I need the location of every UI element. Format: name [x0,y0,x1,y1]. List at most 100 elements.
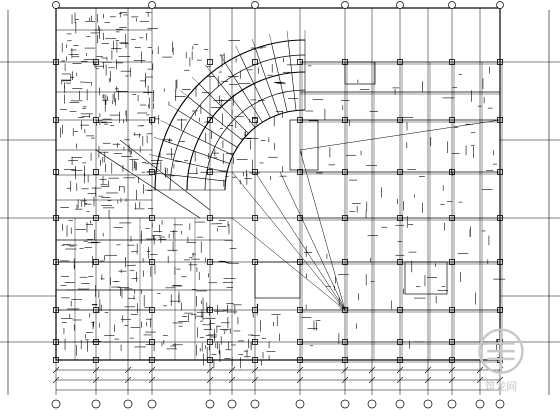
dimension-lines [52,366,504,391]
axis-bubble [341,1,349,9]
column-marker [342,215,348,221]
axis-bubble [423,399,433,409]
axis-bubble [91,399,101,409]
column-marker [497,117,503,123]
column-marker [207,117,213,123]
building-outline [55,7,501,361]
column-marker [93,215,99,221]
axis-bubble [396,1,404,9]
slab-diagonal [279,171,346,311]
column-marker [342,259,348,265]
column-marker [449,259,455,265]
column-marker [397,59,403,65]
dimension-tick [92,376,100,384]
slab-diagonal [231,171,346,311]
column-marker [297,339,303,345]
arc-radial-tick [160,120,170,126]
axis-bubbles [51,1,505,409]
dimension-tick [148,376,156,384]
column-marker [149,117,155,123]
arc-radial-beam [169,124,234,156]
column-marker [497,215,503,221]
column-marker [342,307,348,313]
column-marker [397,259,403,265]
column-marker [207,215,213,221]
dimension-tick [148,366,156,374]
column-marker [297,307,303,313]
column-marker [207,259,213,265]
column-marker [53,339,59,345]
dimension-tick [448,366,456,374]
watermark-logo: 筑龙网 [478,328,524,393]
dimension-tick [424,376,432,384]
axis-bubble [295,399,305,409]
dimension-tick [228,376,236,384]
dimension-tick [476,376,484,384]
arc-radial-tick [235,45,241,55]
column-marker [53,259,59,265]
column-marker [53,215,59,221]
column-marker [252,339,258,345]
arc-beam [224,109,306,191]
column-marker [53,59,59,65]
arc-radial-beam [155,172,226,182]
column-marker [207,339,213,345]
dimension-tick [251,376,259,384]
dimension-tick [424,366,432,374]
dimension-tick [206,376,214,384]
column-marker [252,357,258,363]
axis-bubble [496,1,504,9]
arc-radial-tick [179,90,188,97]
column-marker [497,59,503,65]
column-marker [53,117,59,123]
column-marker [93,339,99,345]
dimension-tick [341,366,349,374]
column-marker [297,215,303,221]
dimension-tick [52,376,60,384]
watermark-text: 筑龙网 [485,380,517,393]
column-marker [53,307,59,313]
column-marker [449,215,455,221]
shaft-outline [254,261,301,299]
axis-bubble [52,1,60,9]
dimension-tick [296,376,304,384]
column-marker [397,169,403,175]
axis-bubble [448,1,456,9]
column-marker [342,117,348,123]
column-marker [149,259,155,265]
axis-bubble [51,399,61,409]
axis-bubble [367,399,377,409]
dimension-tick [206,366,214,374]
column-marker [497,307,503,313]
arc-radial-tick [205,64,212,73]
column-marker [252,117,258,123]
dimension-tick [368,376,376,384]
dimension-tick [496,376,504,384]
arc-radial-tick [191,76,200,85]
dimension-tick [296,366,304,374]
arc-radial-tick [269,33,272,44]
axis-bubble [475,399,485,409]
shaft-outline [404,261,448,295]
column-marker [397,307,403,313]
column-marker [93,357,99,363]
column-marker [149,357,155,363]
column-marker [449,117,455,123]
curved-wing [95,30,306,219]
axis-bubble [227,399,237,409]
axis-bubble [148,1,156,9]
dimension-tick [228,366,236,374]
column-marker [149,339,155,345]
slab-diagonal [299,149,346,311]
column-marker [149,307,155,313]
column-marker [342,357,348,363]
axis-bubble [251,1,259,9]
column-marker [449,357,455,363]
column-marker [397,117,403,123]
arc-radial-beam [255,48,279,115]
dimension-tick [448,376,456,384]
axis-bubble [123,399,133,409]
column-marker [449,339,455,345]
shaft-outline [344,61,376,85]
